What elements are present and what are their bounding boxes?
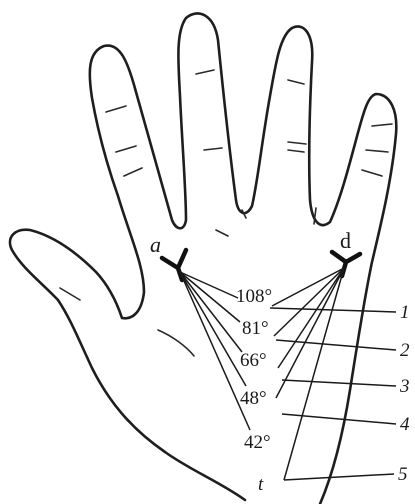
- index-label: 3: [399, 376, 410, 397]
- index-label: 4: [400, 414, 410, 435]
- finger-crease: [106, 106, 126, 112]
- ray-d-4: [276, 268, 344, 398]
- ray-d-5: [284, 268, 344, 480]
- finger-crease: [124, 168, 142, 176]
- angle-label: 48°: [240, 388, 267, 409]
- finger-crease: [366, 150, 388, 152]
- palm-crease: [216, 230, 228, 236]
- index-label: 5: [398, 464, 408, 485]
- thumb-crease: [60, 288, 80, 300]
- leader-5: [284, 474, 394, 480]
- finger-crease: [196, 70, 214, 74]
- palm-crease: [158, 330, 194, 356]
- angle-label: 42°: [244, 432, 271, 453]
- finger-crease: [204, 148, 222, 150]
- ray-d-3: [278, 268, 344, 368]
- angle-label: 108°: [236, 286, 272, 307]
- finger-crease: [288, 150, 304, 152]
- ray-a-2: [180, 272, 240, 322]
- finger-crease: [288, 142, 306, 144]
- finger-crease: [116, 146, 136, 152]
- triradius-d-label: d: [340, 228, 351, 253]
- finger-crease: [372, 124, 392, 126]
- leader-3: [282, 380, 396, 386]
- angle-label: 81°: [242, 318, 269, 339]
- ray-a-3: [180, 272, 242, 352]
- ray-d-1: [272, 268, 344, 306]
- index-label: 2: [400, 340, 410, 361]
- finger-crease: [288, 80, 304, 84]
- ray-a-1: [180, 272, 238, 298]
- leader-4: [282, 414, 396, 424]
- angle-label: 66°: [240, 350, 267, 371]
- finger-crease: [362, 170, 382, 176]
- ray-d-2: [274, 268, 344, 336]
- t-label: t: [258, 474, 264, 495]
- triradius-a-label: a: [150, 232, 161, 257]
- index-label: 1: [400, 302, 410, 323]
